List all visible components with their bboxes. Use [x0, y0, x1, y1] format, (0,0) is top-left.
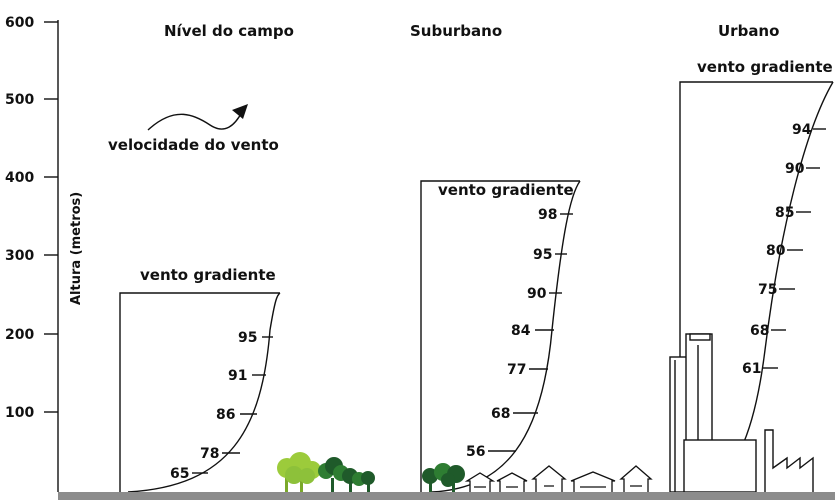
- tree-group-dark-field: [318, 457, 375, 492]
- suburban-profile-curve: [431, 180, 581, 493]
- building-icon: [683, 439, 757, 493]
- field-profile-curve: [127, 292, 281, 493]
- tree-trunk: [429, 480, 432, 492]
- tree-trunk: [331, 478, 334, 492]
- house-icon: [570, 471, 616, 492]
- suburban-speed-77: 77: [507, 362, 526, 378]
- tree-icon: [361, 471, 375, 485]
- suburban-speed-84: 84: [511, 323, 531, 339]
- urban-gradient-label: vento gradiente: [697, 58, 833, 76]
- field-gradient-label: vento gradiente: [140, 266, 276, 284]
- terrain-title-field: Nível do campo: [164, 22, 294, 40]
- suburban-speed-98: 98: [538, 207, 557, 223]
- tree-icon: [299, 468, 315, 484]
- skyscraper-top: [689, 333, 711, 341]
- suburban-profile: vento gradiente 98 95 90 84 77 68 56: [420, 180, 581, 493]
- tick-label-500: 500: [5, 92, 34, 108]
- field-speed-78: 78: [200, 446, 219, 462]
- tree-trunk: [285, 475, 288, 492]
- urban-speed-61: 61: [742, 361, 761, 377]
- tick-label-600: 600: [5, 15, 34, 31]
- tick-label-100: 100: [5, 405, 34, 421]
- tree-icon: [285, 466, 303, 484]
- urban-speed-94: 94: [792, 122, 812, 138]
- suburban-speed-90: 90: [527, 286, 547, 302]
- tree-trunk: [300, 475, 303, 492]
- house-icon: [619, 465, 653, 492]
- wind-arrow-icon: [147, 111, 243, 131]
- house-icon: [531, 465, 567, 492]
- y-axis-title: Altura (metros): [69, 192, 84, 305]
- urban-speed-68: 68: [750, 323, 769, 339]
- urban-speed-75: 75: [758, 282, 777, 298]
- field-speed-91: 91: [228, 368, 247, 384]
- tree-trunk: [452, 480, 455, 492]
- field-profile: vento gradiente 95 91 86 78 65: [119, 266, 281, 493]
- tick-label-400: 400: [5, 170, 34, 186]
- urban-speed-80: 80: [766, 243, 786, 259]
- urban-buildings: [669, 333, 814, 493]
- suburban-speed-95: 95: [533, 247, 552, 263]
- suburban-speed-68: 68: [491, 406, 510, 422]
- wind-arrow-head-icon: [232, 104, 248, 119]
- tree-trunk: [367, 483, 370, 492]
- suburban-speed-56: 56: [466, 444, 485, 460]
- suburban-profile-box: [420, 180, 580, 492]
- tree-group-dark-suburban: [422, 463, 465, 492]
- factory-icon: [764, 429, 814, 492]
- tree-group-light: [277, 452, 321, 492]
- field-speed-86: 86: [216, 407, 235, 423]
- houses: [464, 465, 653, 492]
- y-axis-tick-labels: 600 500 400 300 200 100: [5, 15, 34, 421]
- suburban-gradient-label: vento gradiente: [438, 181, 574, 199]
- ground: [58, 492, 835, 500]
- y-axis-ticks: [44, 21, 58, 413]
- urban-speed-90: 90: [785, 161, 805, 177]
- house-icon: [496, 472, 528, 492]
- tree-icon: [441, 473, 455, 487]
- terrain-title-urban: Urbano: [718, 22, 779, 40]
- tree-trunk: [349, 481, 352, 492]
- field-speed-65: 65: [170, 466, 189, 482]
- wind-speed-label: velocidade do vento: [108, 136, 279, 154]
- terrain-title-suburban: Suburbano: [410, 22, 502, 40]
- field-profile-box: [119, 292, 280, 492]
- tick-label-300: 300: [5, 248, 34, 264]
- urban-speed-85: 85: [775, 205, 794, 221]
- house-icon: [464, 472, 496, 492]
- tick-label-200: 200: [5, 327, 34, 343]
- urban-profile-box: [679, 81, 833, 492]
- field-speed-95: 95: [238, 330, 257, 346]
